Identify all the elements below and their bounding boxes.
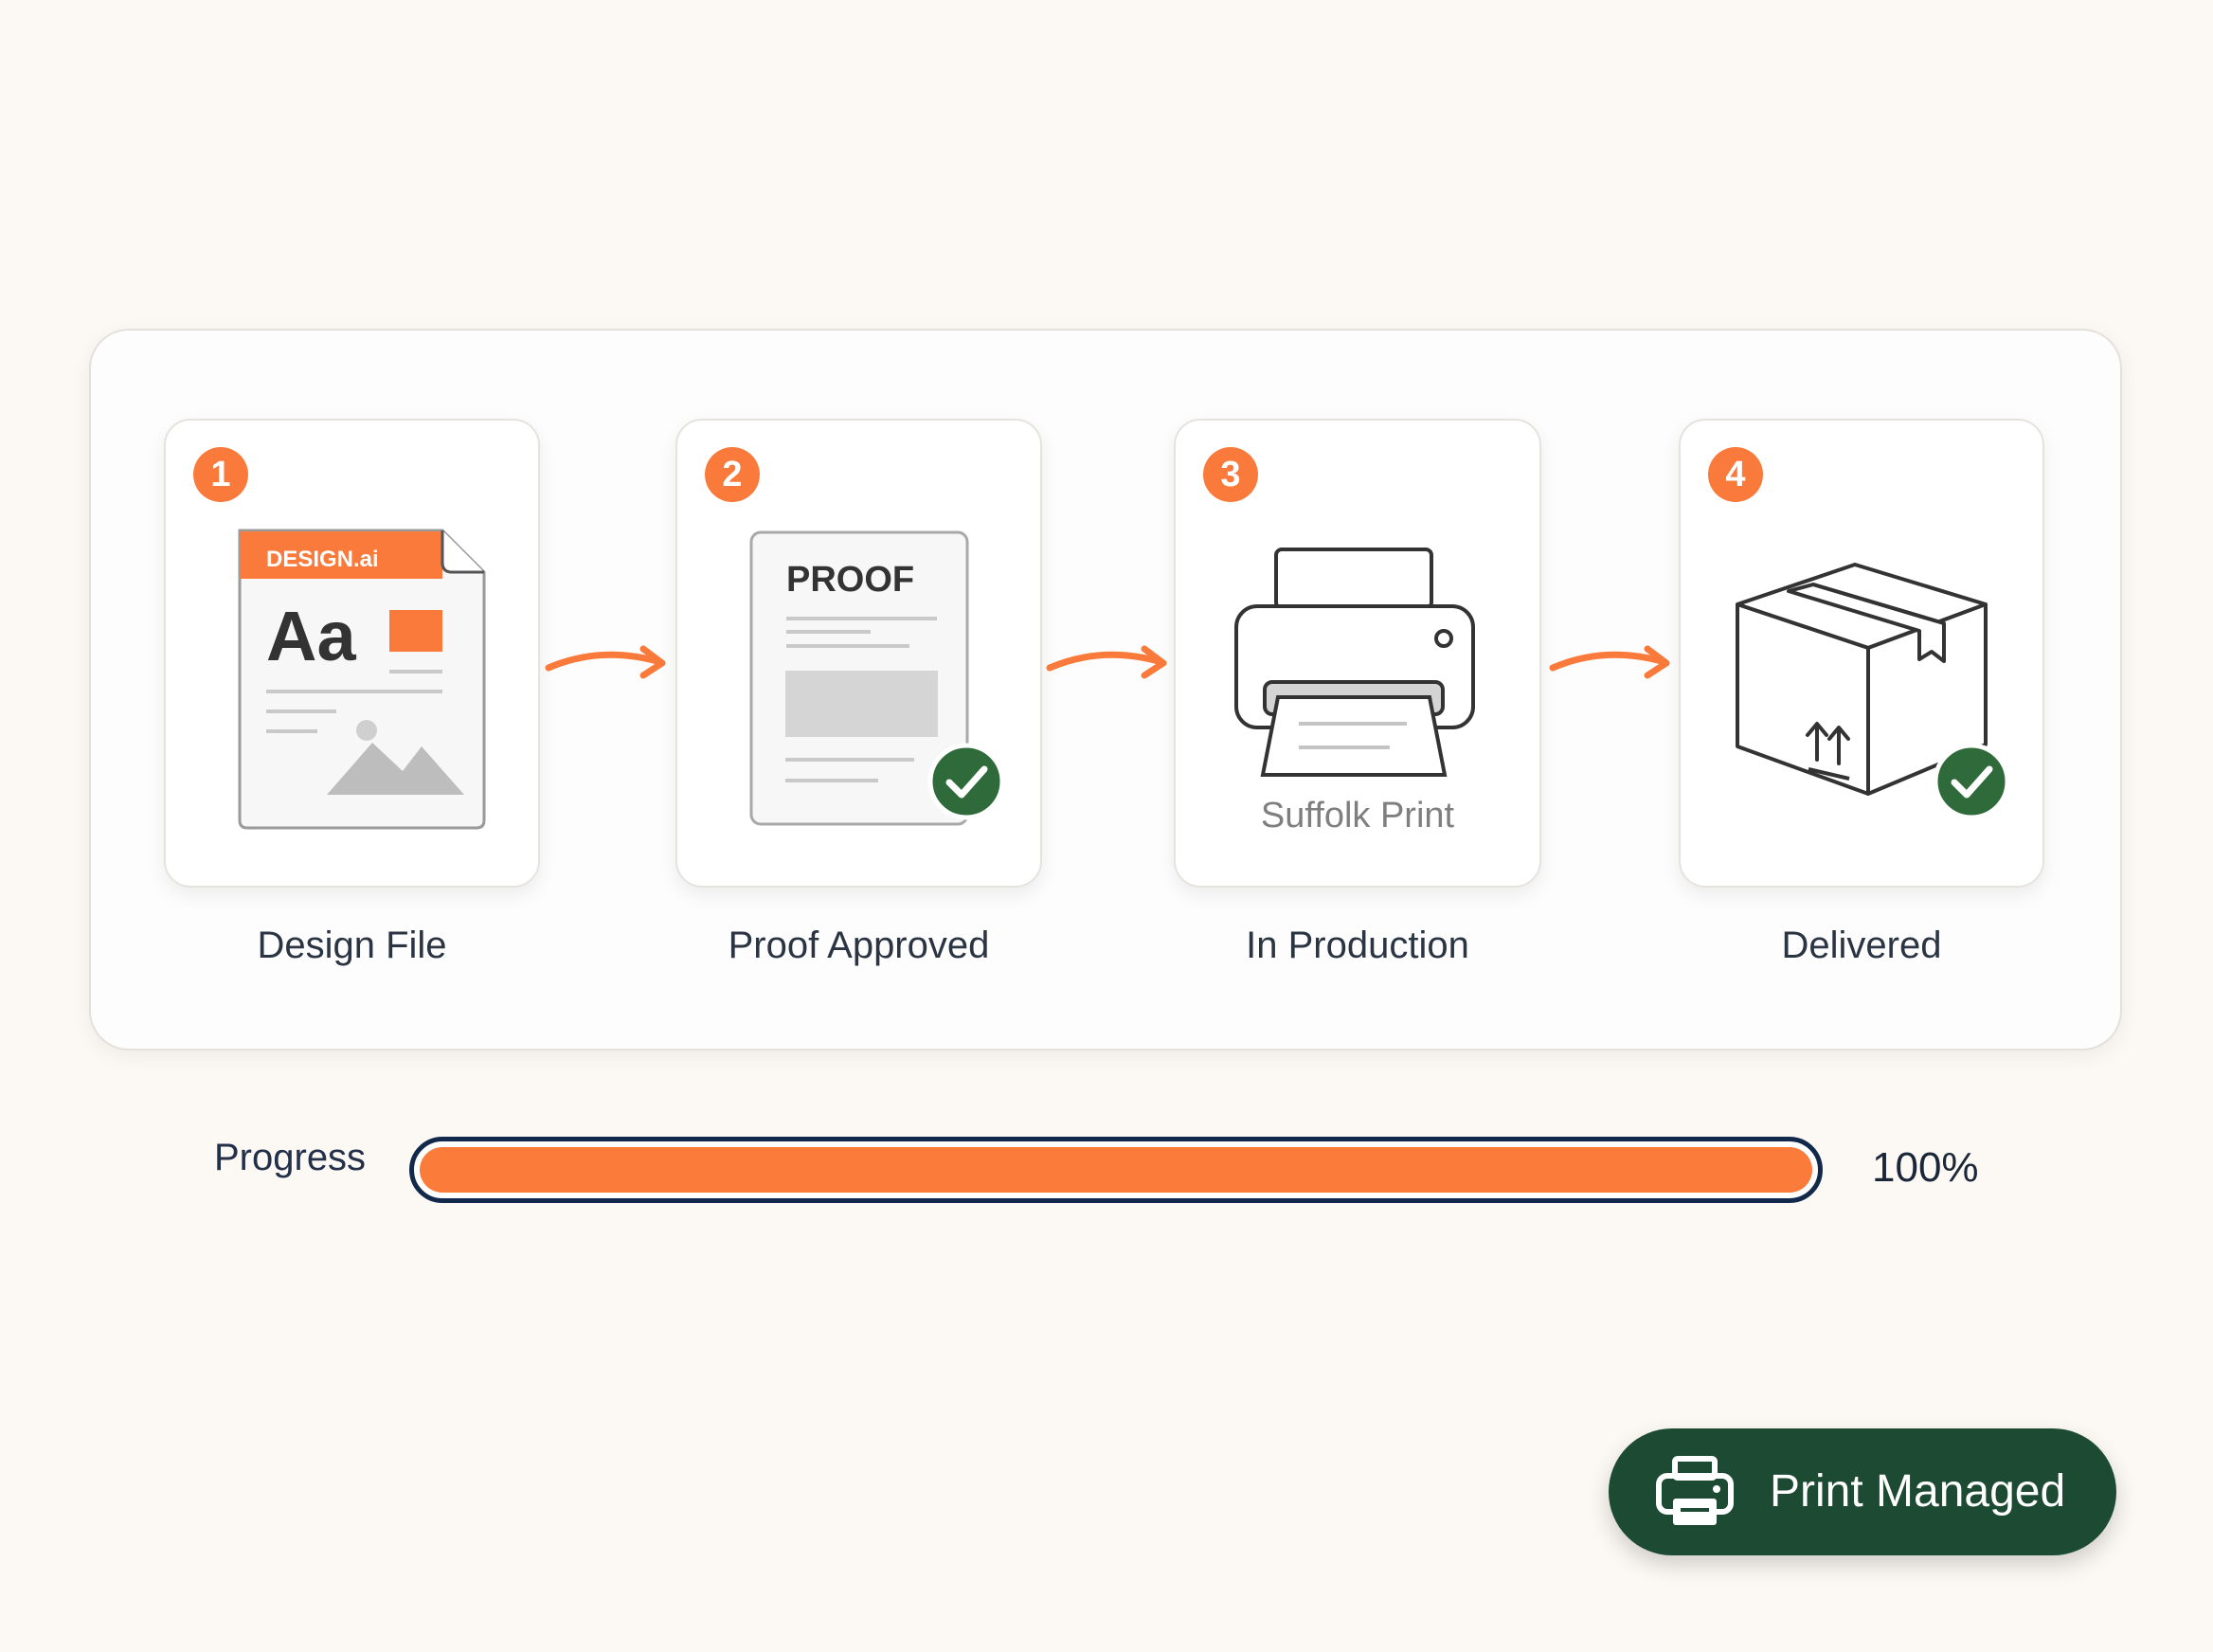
step-label-in-production: In Production xyxy=(1246,925,1469,966)
proof-document-icon: PROOF xyxy=(749,530,969,826)
progress-fill xyxy=(420,1147,1812,1193)
design-file-icon: DESIGN.ai Aa xyxy=(238,529,486,830)
printer-icon xyxy=(1234,548,1475,777)
step-number-badge: 2 xyxy=(705,447,760,502)
arrow-right-icon xyxy=(1549,645,1670,679)
proof-title: PROOF xyxy=(786,560,914,600)
progress-bar xyxy=(409,1137,1823,1203)
step-card-design-file[interactable]: 1 DESIGN.ai Aa xyxy=(164,419,540,888)
check-icon xyxy=(927,743,1005,820)
printer-icon xyxy=(1656,1456,1734,1525)
check-icon xyxy=(1933,743,2010,820)
print-managed-button[interactable]: Print Managed xyxy=(1609,1428,2116,1555)
step-label-delivered: Delivered xyxy=(1781,925,1942,966)
step-label-proof-approved: Proof Approved xyxy=(728,925,990,966)
sample-text: Aa xyxy=(266,597,356,675)
brand-label: Suffolk Print xyxy=(1260,796,1455,835)
step-number-badge: 3 xyxy=(1203,447,1258,502)
step-card-delivered[interactable]: 4 xyxy=(1679,419,2044,888)
step-label-design-file: Design File xyxy=(257,925,447,966)
step-number-badge: 1 xyxy=(193,447,248,502)
step-card-proof-approved[interactable]: 2 PROOF xyxy=(675,419,1042,888)
step-card-in-production[interactable]: 3 Suffolk Print xyxy=(1174,419,1541,888)
progress-label: Progress xyxy=(214,1137,367,1178)
progress-value: 100% xyxy=(1872,1144,1979,1191)
step-number-badge: 4 xyxy=(1708,447,1763,502)
print-managed-label: Print Managed xyxy=(1770,1466,2066,1517)
file-tab-text: DESIGN.ai xyxy=(266,547,379,572)
arrow-right-icon xyxy=(1046,645,1167,679)
arrow-right-icon xyxy=(545,645,666,679)
